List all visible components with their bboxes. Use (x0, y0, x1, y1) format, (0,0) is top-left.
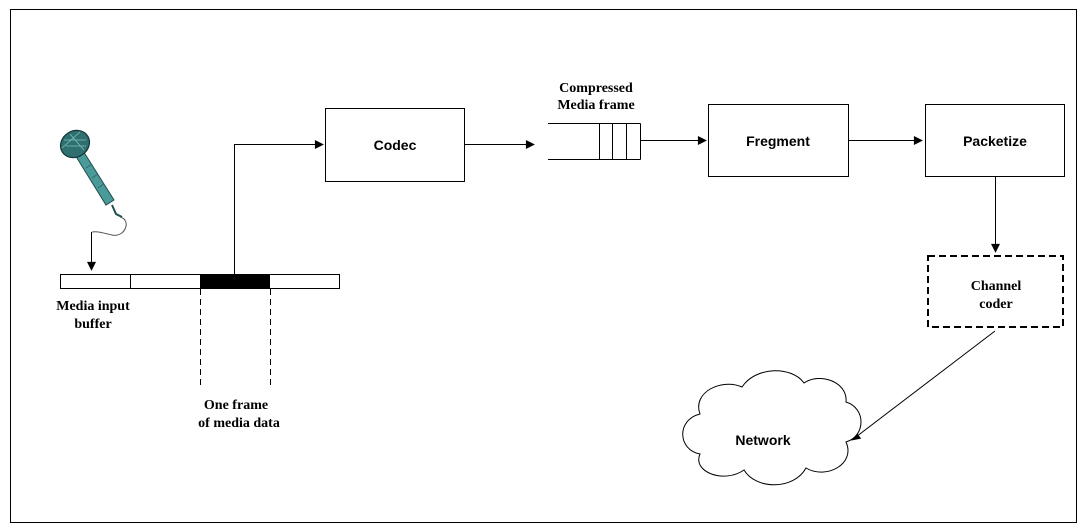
one-frame-label-line2: of media data (198, 416, 280, 431)
media-input-buffer (60, 274, 340, 289)
packetize-box (925, 104, 1065, 177)
cloud-icon (682, 370, 862, 486)
network-label: Network (735, 432, 790, 448)
compressed-frame-queue (548, 123, 641, 160)
codec-label: Codec (374, 137, 417, 153)
channel-coder-box (927, 255, 1064, 328)
buffer-to-codec-arrow (234, 140, 324, 274)
fragment-box (708, 104, 849, 177)
compressed-frame-label-line2: Media frame (557, 98, 634, 113)
fragment-label: Fregment (746, 133, 810, 149)
diagram-border (10, 9, 1077, 523)
coder-to-network-arrow (851, 330, 996, 441)
media-input-buffer-label-line1: Media input (56, 299, 130, 314)
compressed-frame-label-line1: Compressed (559, 81, 633, 96)
one-frame-label-line1: One frame (204, 398, 268, 413)
microphone-icon (59, 129, 127, 236)
media-input-buffer-label-line2: buffer (74, 317, 111, 332)
packetize-label: Packetize (963, 133, 1027, 149)
channel-coder-label-line2: coder (979, 297, 1012, 312)
channel-coder-label-line1: Channel (971, 279, 1022, 294)
buffer-current-frame (200, 274, 270, 289)
codec-box (325, 108, 465, 182)
